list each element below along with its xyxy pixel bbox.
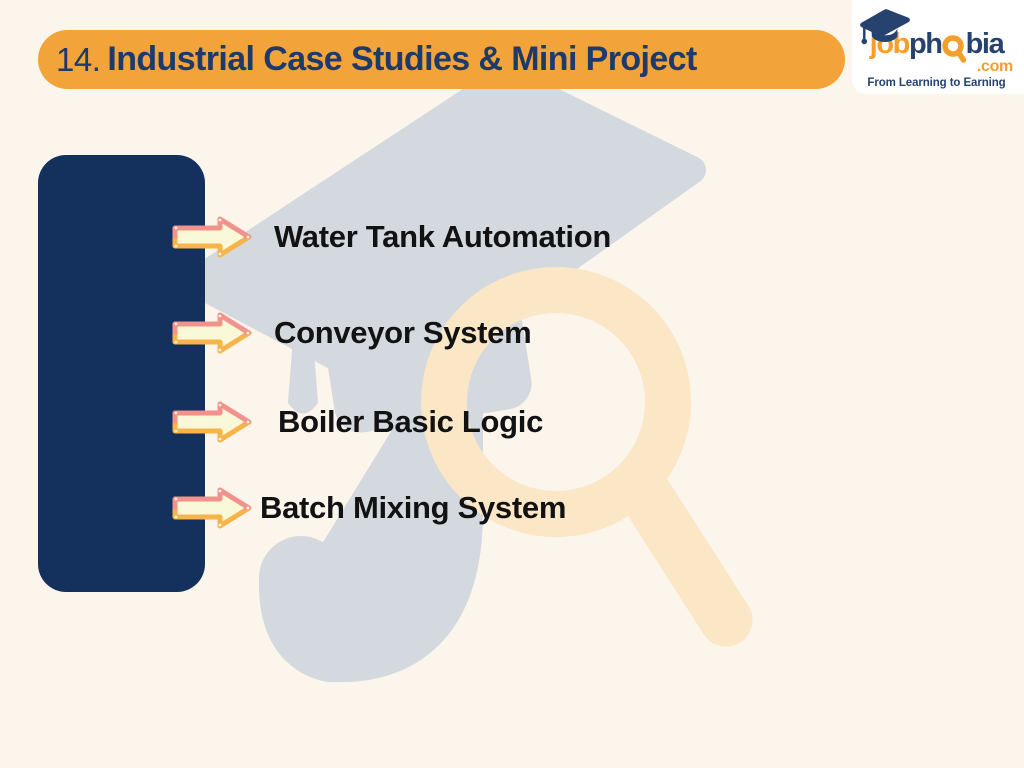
- module-number: 14.: [56, 40, 101, 78]
- case-label: Conveyor System: [274, 315, 532, 350]
- case-label: Batch Mixing System: [260, 490, 567, 525]
- arrow-right-icon: [172, 487, 252, 529]
- brand-tld: .com: [976, 58, 1013, 75]
- brand-word-ph: ph: [908, 28, 943, 60]
- brand-word-bia: bia: [965, 28, 1005, 60]
- list-item: Batch Mixing System: [172, 487, 566, 529]
- list-item: Boiler Basic Logic: [172, 401, 543, 443]
- magnifier-icon: [941, 35, 966, 63]
- letter-j-icon: [258, 308, 483, 683]
- list-item: Water Tank Automation: [172, 216, 611, 258]
- case-label: Water Tank Automation: [274, 219, 612, 254]
- arrow-right-icon: [172, 401, 252, 443]
- case-label: Boiler Basic Logic: [278, 404, 544, 439]
- list-item: Conveyor System: [172, 312, 532, 354]
- arrow-right-icon: [172, 312, 252, 354]
- brand-tagline: From Learning to Earning: [867, 77, 1006, 89]
- arrow-right-icon: [172, 216, 252, 258]
- slide-title-bar: 14. Industrial Case Studies & Mini Proje…: [38, 30, 845, 89]
- magnifier-icon: [421, 267, 753, 647]
- graduation-cap-icon: [860, 9, 910, 45]
- page-title: Industrial Case Studies & Mini Project: [107, 40, 697, 78]
